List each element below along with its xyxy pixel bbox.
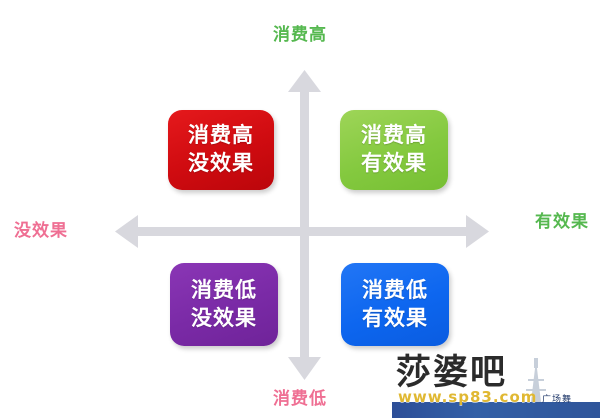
- axis-label-right: 有效果: [535, 212, 589, 232]
- axis-arrow-left: [115, 215, 138, 248]
- quadrant-box-top-right[interactable]: 消费高 有效果: [340, 110, 448, 190]
- quadrant-box-bottom-right[interactable]: 消费低 有效果: [341, 263, 449, 346]
- vertical-axis-line: [300, 88, 309, 360]
- quadrant-line-1: 消费低: [191, 277, 257, 302]
- axis-label-left: 没效果: [14, 221, 68, 241]
- quadrant-line-1: 消费低: [362, 277, 428, 302]
- quadrant-line-2: 没效果: [191, 305, 257, 330]
- watermark: 莎婆吧 www.sp83.com 广场舞: [392, 356, 600, 418]
- watermark-brand: 莎婆吧: [396, 353, 508, 393]
- axis-label-bottom: 消费低: [273, 389, 327, 409]
- quadrant-line-1: 消费高: [361, 123, 427, 148]
- axis-arrow-up: [288, 70, 321, 92]
- quadrant-line-2: 有效果: [361, 151, 427, 175]
- axis-arrow-down: [288, 357, 321, 380]
- quadrant-line-1: 消费高: [188, 123, 254, 148]
- quadrant-box-bottom-left[interactable]: 消费低 没效果: [170, 263, 278, 346]
- quadrant-line-2: 有效果: [362, 305, 428, 330]
- axis-arrow-right: [466, 215, 489, 248]
- axis-label-top: 消费高: [273, 25, 327, 45]
- quadrant-box-top-left[interactable]: 消费高 没效果: [168, 110, 274, 190]
- horizontal-axis-line: [132, 227, 472, 236]
- quadrant-line-2: 没效果: [188, 151, 254, 175]
